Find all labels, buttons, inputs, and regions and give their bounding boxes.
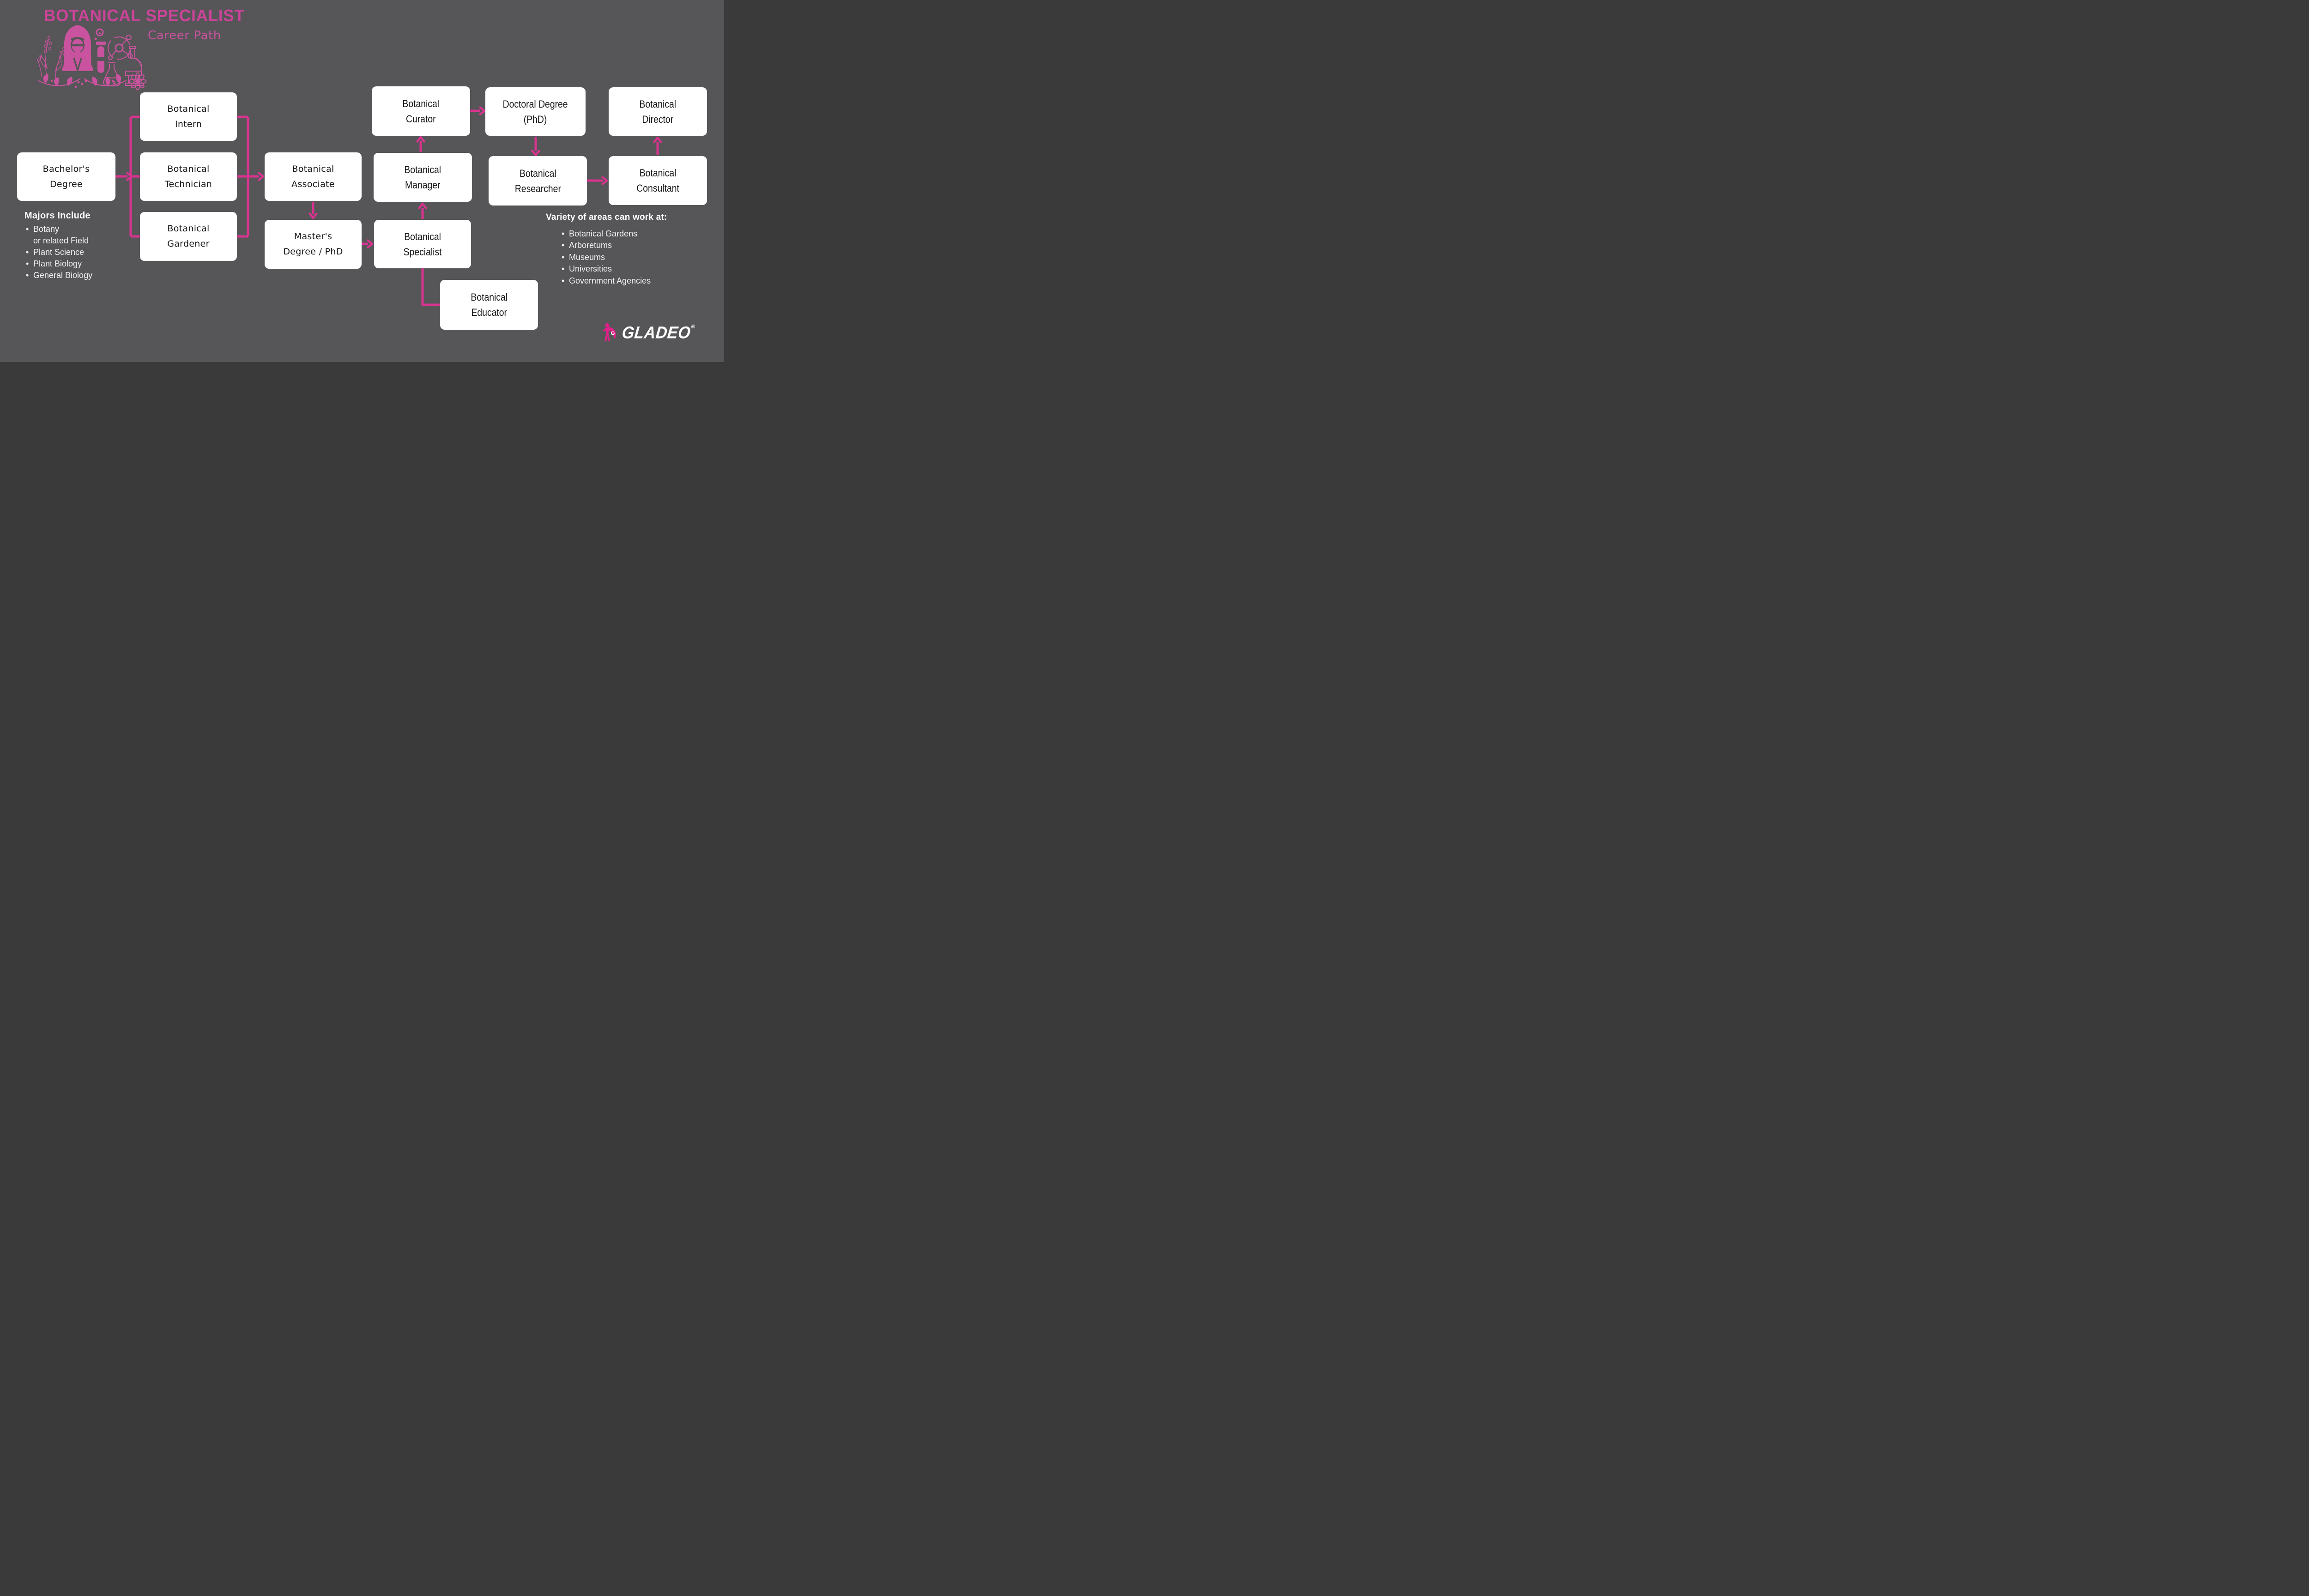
bullet-icon: •	[26, 248, 29, 257]
node-label: Botanical Associate	[291, 163, 335, 189]
list-item: •Government Agencies	[562, 275, 700, 287]
list-item: •Plant Biology	[26, 258, 141, 270]
node-botanical-educator: Botanical Educator	[440, 280, 538, 330]
node-label: Botanical Intern	[167, 103, 210, 129]
gladeo-wordmark: GLADEO®	[621, 323, 695, 343]
node-botanical-researcher: Botanical Researcher	[489, 156, 587, 206]
flower-icon	[128, 72, 147, 91]
node-botanical-consultant: Botanical Consultant	[609, 156, 707, 205]
node-label: Botanical Manager	[404, 164, 441, 191]
node-masters-degree-phd: Master's Degree / PhD	[265, 220, 362, 269]
node-botanical-technician: Botanical Technician	[140, 152, 237, 201]
node-label: Bachelor's Degree	[42, 163, 90, 189]
node-label: Botanical Educator	[471, 291, 508, 318]
node-label: Botanical Gardener	[167, 224, 210, 249]
list-item: •Botany or related Field	[26, 224, 141, 247]
list-item: •Botanical Gardens	[562, 228, 700, 240]
bullet-icon: •	[562, 276, 565, 285]
node-label: Botanical Researcher	[514, 167, 561, 194]
page-title: BOTANICAL SPECIALIST	[44, 6, 245, 25]
test-tube-icon	[94, 28, 106, 73]
flow-connectors	[115, 0, 724, 306]
registered-mark: ®	[690, 324, 695, 330]
node-label: Botanical Curator	[402, 97, 440, 125]
career-path-poster: BOTANICAL SPECIALIST Career Path	[0, 0, 724, 362]
node-label: Botanical Specialist	[403, 230, 442, 258]
areas-heading: Variety of areas can work at:	[546, 212, 667, 222]
node-label: Doctoral Degree (PhD)	[503, 98, 568, 125]
node-botanical-manager: Botanical Manager	[374, 153, 472, 202]
node-label: Botanical Technician	[164, 163, 212, 189]
list-item: •Arboretums	[562, 240, 700, 251]
bullet-icon: •	[26, 224, 29, 234]
list-item: •Museums	[562, 252, 700, 263]
node-doctoral-degree-phd: Doctoral Degree (PhD)	[485, 87, 586, 136]
node-botanical-associate: Botanical Associate	[265, 152, 362, 201]
botanist-illustration	[37, 25, 147, 91]
bullet-icon: •	[562, 264, 565, 274]
bullet-icon: •	[26, 271, 29, 280]
scientist-figure	[62, 25, 93, 73]
page-subtitle: Career Path	[148, 29, 221, 42]
node-botanical-director: Botanical Director	[609, 87, 707, 136]
bullet-icon: •	[26, 259, 29, 268]
list-item: •Universities	[562, 263, 700, 275]
node-label: Botanical Consultant	[636, 167, 679, 194]
bullet-icon: •	[562, 229, 565, 238]
list-item: •Plant Science	[26, 247, 141, 258]
node-botanical-specialist: Botanical Specialist	[374, 220, 471, 268]
node-label: Botanical Director	[639, 98, 677, 125]
majors-list: •Botany or related Field •Plant Science …	[26, 224, 141, 281]
node-botanical-gardener: Botanical Gardener	[140, 212, 237, 261]
node-label: Master's Degree / PhD	[283, 231, 343, 257]
list-item: •General Biology	[26, 270, 141, 281]
bullet-icon: •	[562, 252, 565, 262]
node-botanical-curator: Botanical Curator	[372, 86, 470, 136]
node-bachelors-degree: Bachelor's Degree	[17, 152, 115, 201]
bullet-icon: •	[562, 241, 565, 250]
svg-text:G: G	[610, 330, 616, 337]
node-botanical-intern: Botanical Intern	[140, 92, 237, 141]
gladeo-hero-icon: G	[603, 323, 616, 341]
floral-swag	[37, 72, 147, 91]
areas-list: •Botanical Gardens •Arboretums •Museums …	[562, 228, 700, 287]
majors-heading: Majors Include	[24, 211, 91, 221]
